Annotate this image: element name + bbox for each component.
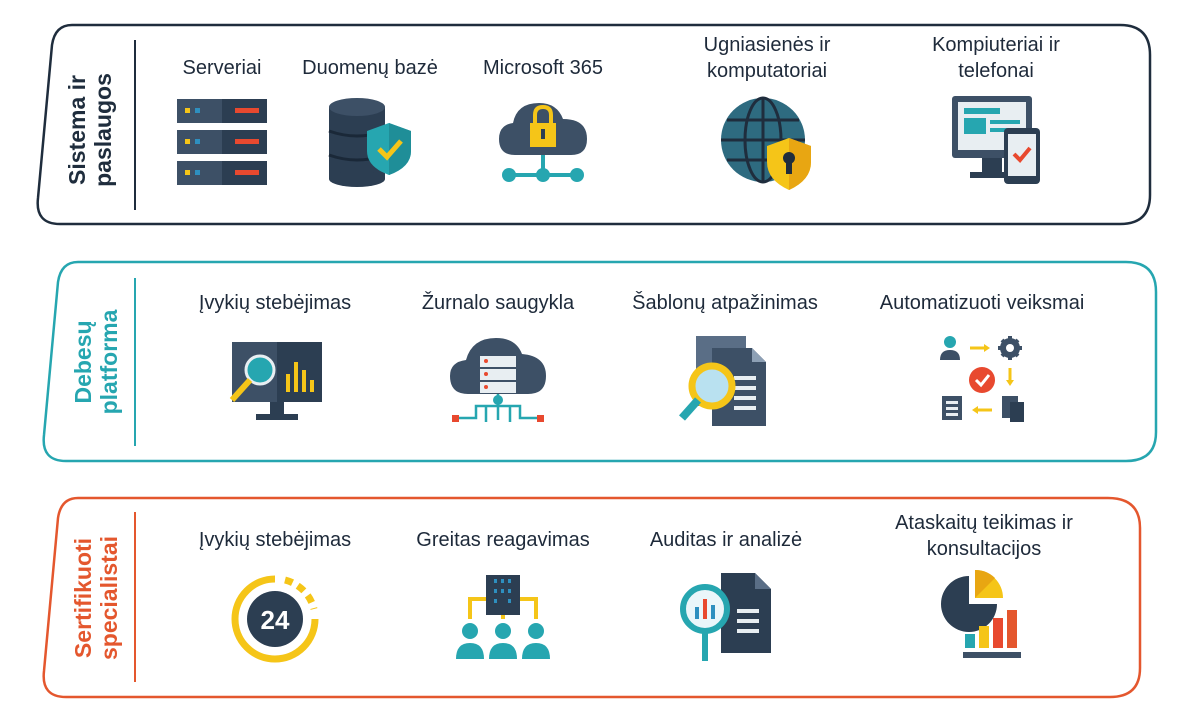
item-label: Microsoft 365	[482, 57, 604, 79]
panel-frame	[36, 23, 1152, 226]
audit-document-icon	[680, 573, 771, 661]
team-hierarchy-icon	[456, 575, 550, 659]
monitor-analytics-icon	[229, 342, 322, 420]
database-shield-icon	[328, 98, 411, 187]
item-ugniasienes: Ugniasienės ir komputatoriai	[664, 32, 870, 212]
item-greitas-reagavimas: Greitas reagavimas	[396, 527, 610, 687]
item-label: Įvykių stebėjimas	[198, 529, 352, 551]
automation-flow-icon	[940, 336, 1024, 422]
panel-divider	[134, 512, 136, 682]
desktop-phone-icon	[952, 96, 1040, 184]
item-label: Duomenų bazė	[302, 57, 438, 79]
item-microsoft-365: Microsoft 365	[468, 55, 618, 215]
item-ivykiu-stebejimas: Įvykių stebėjimas	[170, 290, 380, 450]
document-search-icon	[679, 336, 766, 426]
item-label: Serveriai	[182, 57, 262, 79]
globe-shield-icon	[721, 96, 811, 190]
item-ivykiu-stebejimas-24: Įvykių stebėjimas 24	[170, 527, 380, 687]
cloud-lock-icon	[499, 103, 587, 182]
item-automatizuoti-veiksmai: Automatizuoti veiksmai	[850, 290, 1114, 450]
item-label: Šablonų atpažinimas	[632, 292, 818, 314]
item-duomenu-baze: Duomenų bazė	[284, 55, 456, 215]
report-charts-icon	[941, 569, 1021, 658]
item-label: Įvykių stebėjimas	[198, 292, 352, 314]
item-label: Kompiuteriai ir telefonai	[932, 34, 1060, 82]
clock-24-icon: 24	[231, 575, 319, 663]
item-auditas-analize: Auditas ir analizė	[626, 527, 826, 687]
panel-divider	[134, 278, 136, 446]
svg-text:24: 24	[261, 605, 290, 635]
item-zurnalo-saugykla: Žurnalo saugykla	[398, 290, 598, 450]
panel-frame	[42, 260, 1158, 463]
cloud-storage-icon	[450, 338, 546, 422]
item-sablonu-atpazinimas: Šablonų atpažinimas	[612, 290, 838, 450]
item-label: Ugniasienės ir komputatoriai	[703, 34, 831, 82]
server-rack-icon	[177, 99, 267, 185]
item-label: Žurnalo saugykla	[421, 292, 575, 314]
item-label: Auditas ir analizė	[649, 529, 803, 551]
panel-divider	[134, 40, 136, 210]
item-label: Ataskaitų teikimas ir konsultacijos	[895, 512, 1073, 560]
item-serveriai: Serveriai	[160, 55, 284, 215]
item-label: Automatizuoti veiksmai	[879, 292, 1085, 314]
item-kompiuteriai: Kompiuteriai ir telefonai	[916, 32, 1076, 212]
item-ataskaitu-teikimas: Ataskaitų teikimas ir konsultacijos	[846, 510, 1122, 690]
item-label: Greitas reagavimas	[416, 529, 590, 551]
